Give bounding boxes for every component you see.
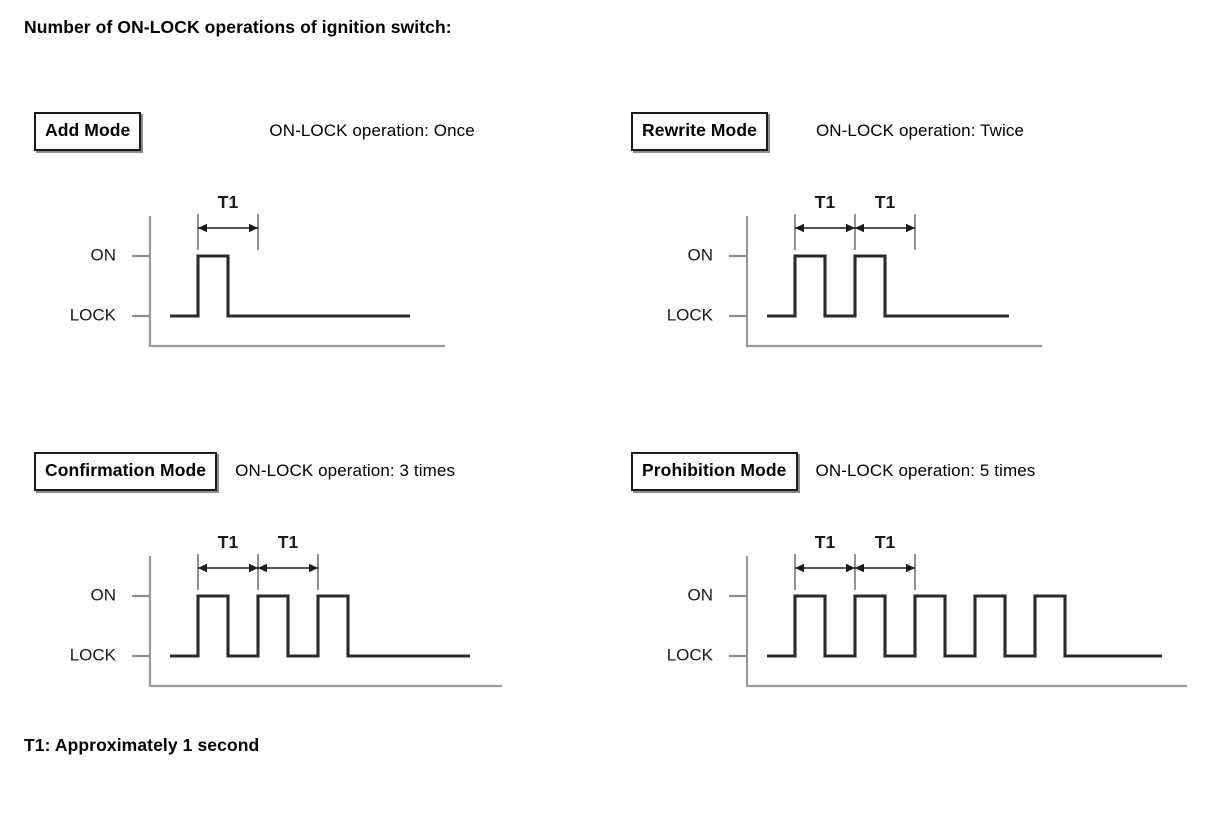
- panel-header: Rewrite Mode ON-LOCK operation: Twice: [631, 112, 1024, 151]
- panel-header: Confirmation Mode ON-LOCK operation: 3 ti…: [34, 452, 455, 491]
- mode-panel-prohibition-mode: Prohibition Mode ON-LOCK operation: 5 tim…: [612, 452, 1212, 752]
- axis-label-on: ON: [688, 585, 714, 604]
- t1-dimension-label: T1: [875, 192, 896, 212]
- t1-dimension-label: T1: [218, 532, 239, 552]
- t1-dimension-label: T1: [815, 532, 836, 552]
- panel-header: Prohibition Mode ON-LOCK operation: 5 tim…: [631, 452, 1035, 491]
- axis-label-lock: LOCK: [70, 645, 117, 664]
- axis-label-on: ON: [688, 245, 714, 264]
- panel-header: Add Mode ON-LOCK operation: Once: [34, 112, 475, 151]
- page-title: Number of ON-LOCK operations of ignition…: [24, 17, 452, 37]
- signal-trace: [170, 254, 410, 318]
- t1-dimension-label: T1: [218, 192, 239, 212]
- footnote-t1: T1: Approximately 1 second: [24, 735, 260, 755]
- mode-label-box-confirmation-mode[interactable]: Confirmation Mode: [34, 452, 218, 491]
- t1-dimension-label: T1: [875, 532, 896, 552]
- waveform-rewrite-mode: ON LOCK T1 T1: [612, 192, 1082, 388]
- axis-label-on: ON: [91, 585, 117, 604]
- mode-panel-confirmation-mode: Confirmation Mode ON-LOCK operation: 3 ti…: [0, 452, 600, 752]
- operation-count-text: ON-LOCK operation: 5 times: [815, 461, 1036, 481]
- mode-label-box-rewrite-mode[interactable]: Rewrite Mode: [631, 112, 768, 151]
- axis-label-on: ON: [91, 245, 117, 264]
- operation-count-text: ON-LOCK operation: 3 times: [235, 461, 456, 481]
- operation-count-text: ON-LOCK operation: Twice: [815, 121, 1025, 141]
- t1-dimension-label: T1: [278, 532, 299, 552]
- axis-label-lock: LOCK: [667, 305, 714, 324]
- operation-count-text: ON-LOCK operation: Once: [269, 121, 475, 141]
- axis-label-lock: LOCK: [667, 645, 714, 664]
- signal-trace: [767, 594, 1162, 658]
- axis-label-lock: LOCK: [70, 305, 117, 324]
- t1-dimension-label: T1: [815, 192, 836, 212]
- mode-label-box-prohibition-mode[interactable]: Prohibition Mode: [631, 452, 798, 491]
- signal-trace: [170, 594, 470, 658]
- waveform-confirmation-mode: ON LOCK T1 T1: [0, 532, 542, 728]
- waveform-add-mode: ON LOCK T1: [0, 192, 485, 388]
- waveform-prohibition-mode: ON LOCK T1 T1: [612, 532, 1212, 728]
- signal-trace: [767, 254, 1009, 318]
- mode-label-box-add-mode[interactable]: Add Mode: [34, 112, 142, 151]
